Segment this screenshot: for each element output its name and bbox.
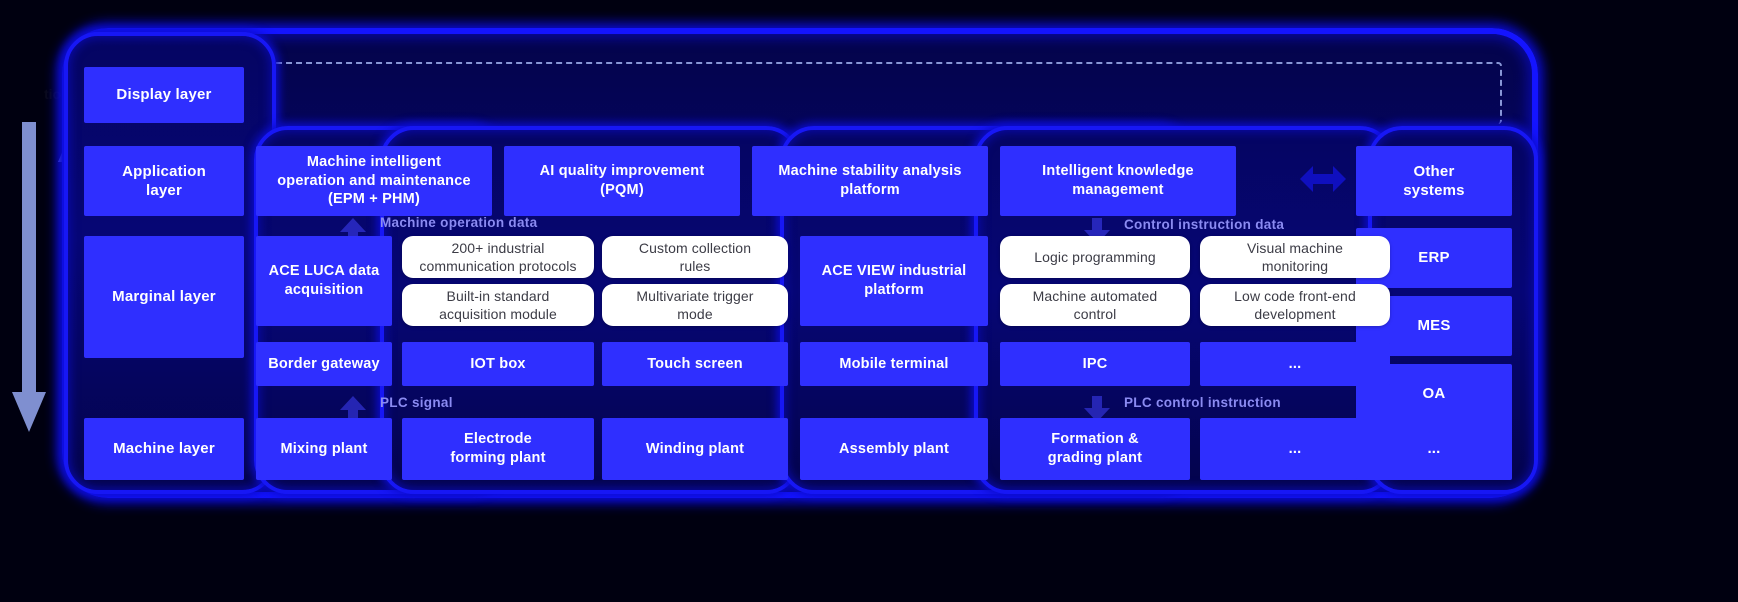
down-arrow-icon <box>12 122 46 432</box>
layer-label-application[interactable]: Application layer <box>84 146 244 216</box>
layer-label-machine[interactable]: Machine layer <box>84 418 244 480</box>
machine-mixing-plant[interactable]: Mixing plant <box>256 418 392 480</box>
machine-formation-grading-plant[interactable]: Formation & grading plant <box>1000 418 1190 480</box>
device-touch-screen[interactable]: Touch screen <box>602 342 788 386</box>
application-card-knowledge[interactable]: Intelligent knowledge management <box>1000 146 1236 216</box>
layer-label-display[interactable]: Display layer <box>84 67 244 123</box>
marginal-box-low-code[interactable]: Low code front-end development <box>1200 284 1390 326</box>
marginal-box-logic-programming[interactable]: Logic programming <box>1000 236 1190 278</box>
marginal-box-trigger-mode[interactable]: Multivariate trigger mode <box>602 284 788 326</box>
machine-electrode-forming-plant[interactable]: Electrode forming plant <box>402 418 594 480</box>
device-ipc[interactable]: IPC <box>1000 342 1190 386</box>
flow-up-arrow-left-icon <box>340 218 366 244</box>
marginal-platform-ace-view[interactable]: ACE VIEW industrial platform <box>800 236 988 326</box>
bidirectional-arrow-icon <box>1300 166 1346 192</box>
right-column-other-systems[interactable]: Other systems <box>1356 146 1512 216</box>
layer-label-marginal[interactable]: Marginal layer <box>84 236 244 358</box>
flow-label-control-instruction-data: Control instruction data <box>1124 217 1285 232</box>
application-card-pqm[interactable]: AI quality improvement (PQM) <box>504 146 740 216</box>
device-mobile-terminal[interactable]: Mobile terminal <box>800 342 988 386</box>
marginal-box-standard-module[interactable]: Built-in standard acquisition module <box>402 284 594 326</box>
flow-label-plc-control-instruction: PLC control instruction <box>1124 395 1281 410</box>
marginal-platform-ace-luca[interactable]: ACE LUCA data acquisition <box>256 236 392 326</box>
marginal-box-visual-monitoring[interactable]: Visual machine monitoring <box>1200 236 1390 278</box>
marginal-box-automated-control[interactable]: Machine automated control <box>1000 284 1190 326</box>
application-card-epm-phm[interactable]: Machine intelligent operation and mainte… <box>256 146 492 216</box>
marginal-box-custom-rules[interactable]: Custom collection rules <box>602 236 788 278</box>
plc-up-arrow-icon <box>340 396 366 422</box>
flow-label-plc-signal: PLC signal <box>380 395 453 410</box>
plc-down-arrow-icon <box>1084 396 1110 422</box>
machine-assembly-plant[interactable]: Assembly plant <box>800 418 988 480</box>
machine-winding-plant[interactable]: Winding plant <box>602 418 788 480</box>
right-column-machine-more[interactable]: ... <box>1356 418 1512 480</box>
device-more[interactable]: ... <box>1200 342 1390 386</box>
device-iot-box[interactable]: IOT box <box>402 342 594 386</box>
flow-down-arrow-right-icon <box>1084 218 1110 244</box>
marginal-box-protocols[interactable]: 200+ industrial communication protocols <box>402 236 594 278</box>
flow-label-machine-operation-data: Machine operation data <box>380 215 538 230</box>
application-card-stability[interactable]: Machine stability analysis platform <box>752 146 988 216</box>
device-border-gateway[interactable]: Border gateway <box>256 342 392 386</box>
diagram-grid: Display layer Application layer Machine … <box>84 60 1514 480</box>
